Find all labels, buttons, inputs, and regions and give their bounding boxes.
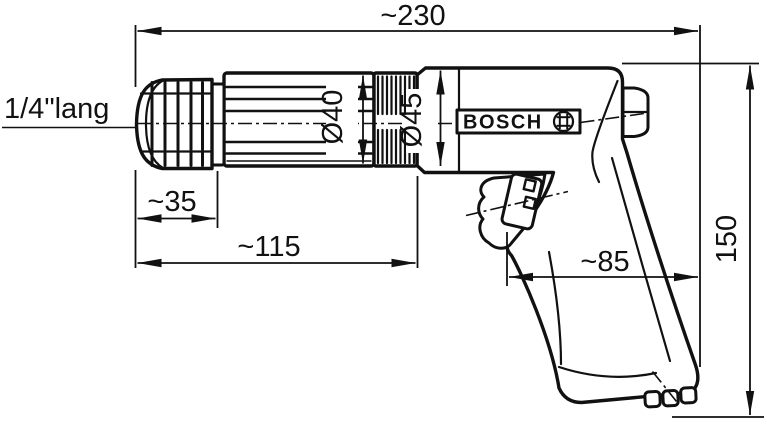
grip-rear-inner-seam — [610, 156, 672, 363]
shank-label: 1/4"lang — [2, 93, 136, 129]
rear-cap — [621, 86, 650, 138]
dimension-value: ~230 — [380, 0, 445, 32]
trigger-centerline — [465, 190, 569, 217]
trigger-detent — [522, 178, 537, 193]
grip-bottom-inner-seam — [557, 365, 658, 378]
dimension-value: Ø40 — [317, 90, 349, 145]
brand-text: BOSCH — [463, 112, 543, 134]
dimension-value: Ø45 — [396, 93, 428, 148]
dim-front-length: ~115 — [137, 176, 419, 268]
exhaust-vent — [661, 389, 680, 408]
exhaust-vent — [679, 386, 698, 405]
dim-grip-depth: ~85 — [506, 232, 698, 286]
text-halo — [326, 77, 358, 157]
dim-barrel-diameter: Ø40 — [317, 75, 368, 164]
dimension-value: 150 — [711, 215, 743, 263]
centerline — [138, 112, 645, 125]
grip-front-inner-seam — [547, 250, 563, 366]
trigger — [465, 172, 569, 250]
text-halo — [406, 89, 436, 153]
dim-overall-length: ~230 — [134, 0, 701, 367]
chuck-knurls — [139, 81, 213, 167]
motor-housing-and-grip — [415, 66, 700, 409]
bosch-armature-icon — [552, 110, 575, 133]
dimension-value: ~115 — [237, 231, 300, 263]
dimension-value: ~85 — [580, 246, 629, 278]
exhaust-vent — [643, 389, 662, 409]
rear-seam — [591, 79, 619, 184]
bosch-nameplate: BOSCH — [455, 108, 582, 135]
dim-height: 150 — [622, 62, 764, 418]
dim-housing-diameter: Ø45 — [396, 70, 445, 166]
shank-label-text: 1/4"lang — [4, 93, 109, 125]
dimension-value: ~35 — [147, 186, 196, 218]
grip-base-centerline — [651, 371, 678, 402]
trigger-detent — [522, 195, 537, 210]
collar — [210, 82, 226, 167]
dim-chuck-length: ~35 — [137, 171, 219, 228]
exhaust-vents — [643, 386, 698, 409]
